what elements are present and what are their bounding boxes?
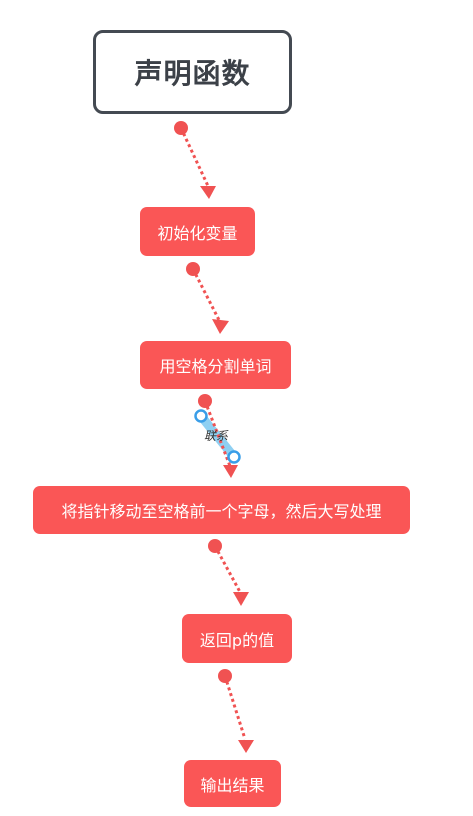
step-node-label: 用空格分割单词 [159,357,272,376]
step-node-label: 将指针移动至空格前一个字母，然后大写处理 [61,502,382,521]
arrowhead-icon [223,465,238,478]
step-node-move-pointer-capitalize[interactable]: 将指针移动至空格前一个字母，然后大写处理 [33,486,410,534]
connector-split-to-move-pointer[interactable]: 联系 [194,394,241,478]
root-node-label: 声明函数 [134,57,251,90]
selection-handle-start[interactable] [194,409,208,423]
step-node-return-p[interactable]: 返回p的值 [182,614,292,663]
arrowhead-icon [200,186,216,199]
relation-label[interactable]: 联系 [204,429,229,443]
root-node-declare-function[interactable]: 声明函数 [93,30,292,114]
connector-return-to-output[interactable] [218,669,254,753]
step-node-label: 返回p的值 [199,630,275,650]
arrowhead-icon [212,319,229,334]
connector-root-to-initialize[interactable] [174,121,216,199]
step-node-label: 初始化变量 [157,223,238,243]
arrowhead-icon [233,592,249,606]
step-node-label: 输出结果 [200,775,265,795]
step-node-initialize-variables[interactable]: 初始化变量 [140,207,255,256]
step-node-output-result[interactable]: 输出结果 [184,760,281,807]
connector-move-pointer-to-return[interactable] [208,539,249,606]
step-node-split-words[interactable]: 用空格分割单词 [140,341,291,389]
connector-initialize-to-split[interactable] [186,262,229,334]
selection-handle-end[interactable] [227,450,241,464]
arrowhead-icon [238,740,254,753]
